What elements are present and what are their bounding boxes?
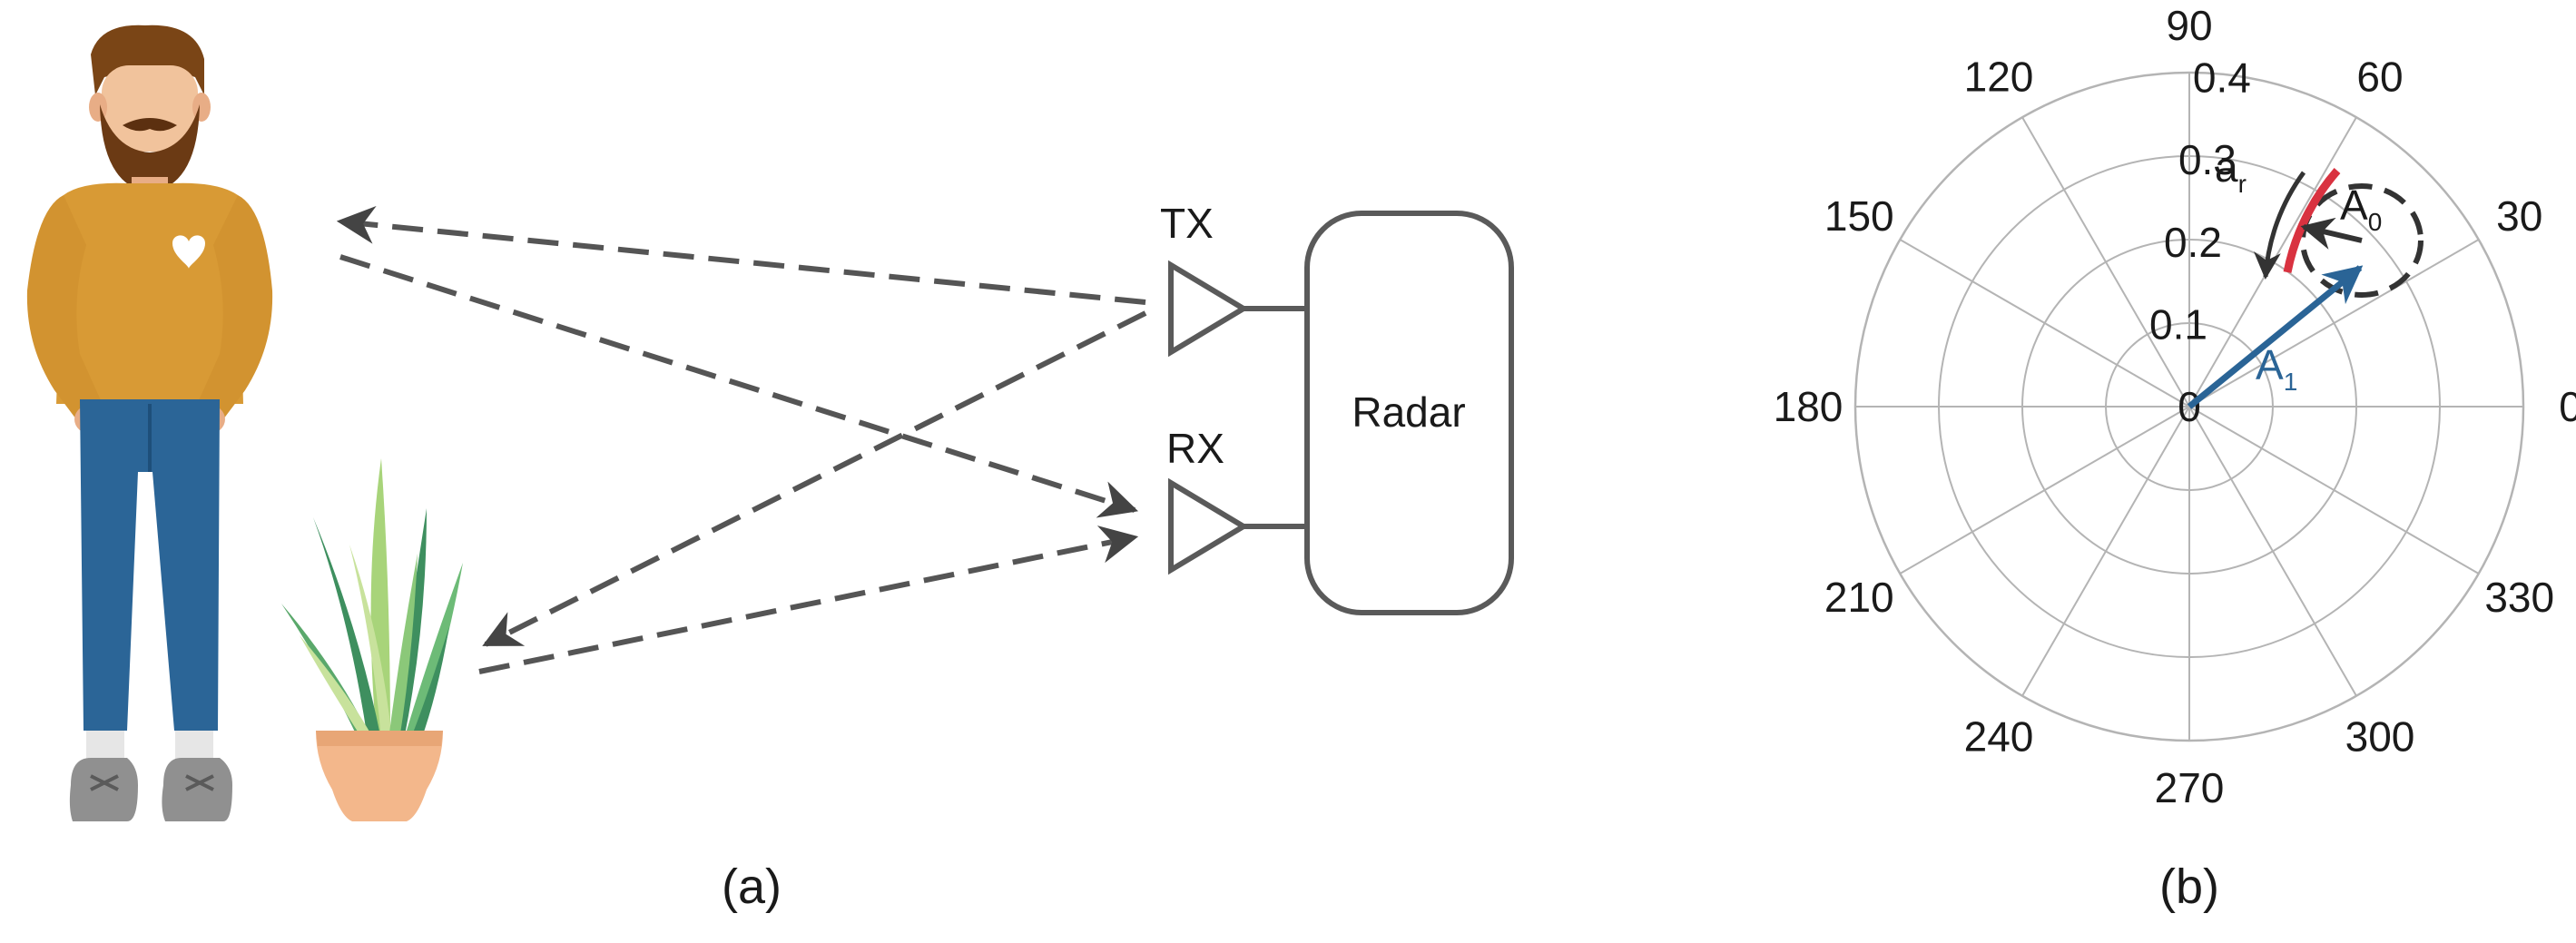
polar-spoke [2021, 116, 2190, 408]
a-r-arc-arrow [2253, 171, 2306, 280]
person-to-rx-arrow [339, 254, 1139, 518]
polar-grid [1853, 71, 2525, 742]
a-r-label: ar [2215, 143, 2247, 198]
plant-to-rx-arrow [478, 526, 1139, 674]
radial-label-0.1: 0.1 [2149, 300, 2207, 348]
panel-a: TX RX Radar (a) [26, 25, 1514, 914]
polar-angle-labels: 0 30 60 90 120 150 180 210 240 270 300 330 [1774, 2, 2576, 811]
polar-spoke [2188, 239, 2480, 408]
angle-label-30: 30 [2496, 192, 2542, 240]
angle-label-300: 300 [2345, 713, 2415, 761]
angle-label-330: 330 [2484, 574, 2554, 621]
tx-to-plant-arrow [482, 310, 1147, 647]
caption-a: (a) [722, 860, 782, 914]
polar-spoke [2021, 406, 2190, 697]
radar-box [1304, 211, 1514, 615]
a0-arrow [2300, 217, 2363, 250]
person-illustration [26, 25, 273, 821]
plant-illustration [281, 458, 463, 821]
angle-label-240: 240 [1964, 713, 2034, 761]
polar-spoke [1899, 406, 2190, 575]
tx-to-person-arrow [336, 205, 1146, 305]
signal-paths [336, 205, 1147, 674]
a1-vector [2187, 265, 2364, 409]
polar-spoke [2188, 406, 2480, 575]
polar-radial-labels: 00.10.20.30.4 [2149, 54, 2251, 430]
a1-label: A1 [2256, 341, 2297, 396]
panel-b: 0 0.1 0.2 0.3 0.4 0 30 60 90 120 150 180 210 240 270 3… [1774, 2, 2576, 914]
radial-label-0.4: 0.4 [2193, 54, 2251, 102]
angle-label-0: 0 [2559, 383, 2576, 430]
radial-label-0.3: 0.3 [2178, 136, 2237, 183]
angle-label-150: 150 [1824, 192, 1894, 240]
tx-label: TX [1160, 200, 1214, 247]
angle-label-90: 90 [2166, 2, 2212, 49]
caption-b: (b) [2159, 860, 2219, 914]
rx-antenna [1168, 477, 1307, 575]
radar-label: Radar [1352, 388, 1465, 436]
angle-label-210: 210 [1824, 574, 1894, 621]
angle-label-120: 120 [1964, 53, 2034, 100]
angle-label-270: 270 [2155, 764, 2225, 811]
angle-label-60: 60 [2356, 53, 2403, 100]
radial-label-0.2: 0.2 [2164, 219, 2222, 266]
rx-label: RX [1166, 425, 1224, 472]
tx-antenna [1168, 260, 1307, 358]
polar-spoke [1899, 239, 2190, 408]
a0-label: A0 [2340, 182, 2382, 236]
angle-label-180: 180 [1774, 383, 1844, 430]
polar-spoke [2188, 406, 2357, 697]
